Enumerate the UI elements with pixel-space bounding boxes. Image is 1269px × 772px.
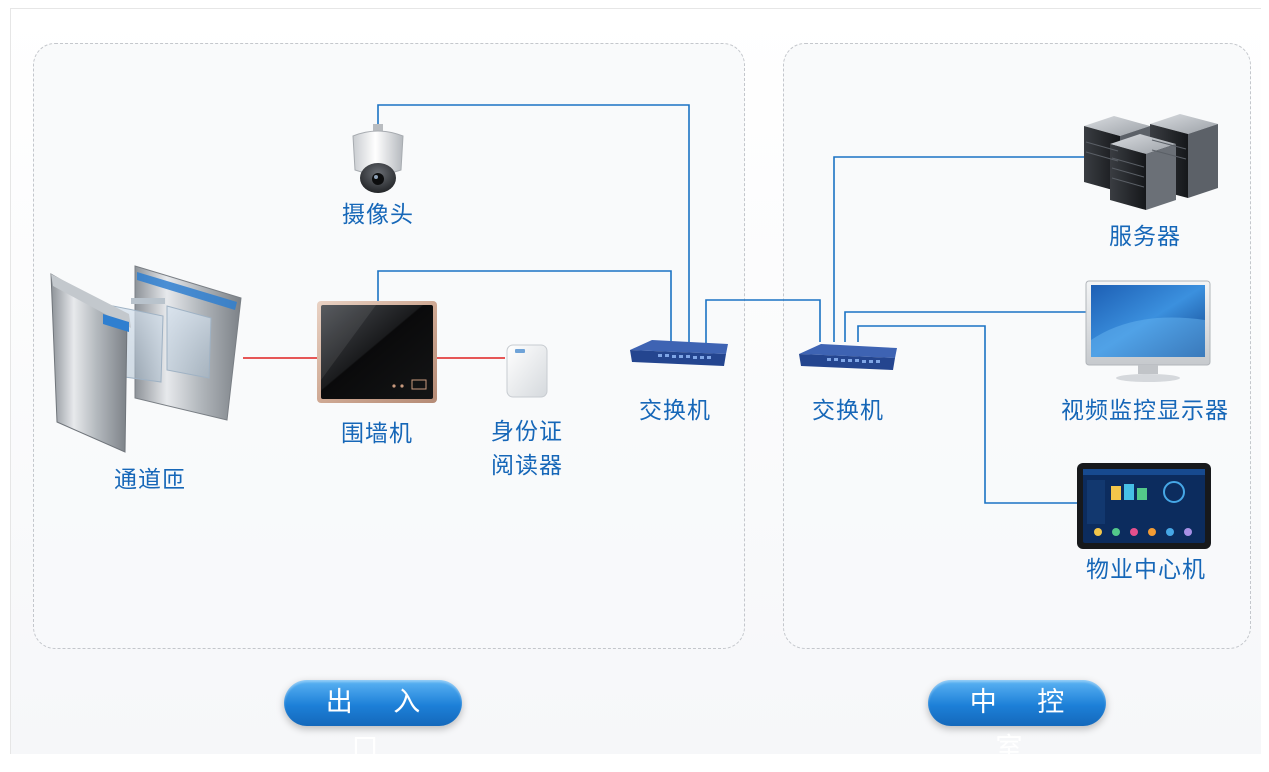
network-switch-right-icon	[799, 344, 897, 370]
id-card-reader-icon	[506, 344, 548, 398]
switch-right-label: 交换机	[812, 398, 884, 424]
dome-camera-icon	[352, 124, 404, 193]
camera-label: 摄像头	[342, 202, 414, 228]
video-monitor-icon	[1085, 280, 1211, 382]
camera-to-switch-line	[377, 104, 690, 344]
monitor-line	[844, 311, 1090, 342]
entrance-zone-title: 出 入 口	[284, 680, 462, 764]
switch-to-switch-line	[705, 299, 821, 344]
network-switch-left-icon	[630, 340, 728, 366]
id-reader-label-line1: 身份证	[491, 419, 563, 445]
wallunit-to-switch-line	[377, 270, 672, 344]
switch-left-label: 交换机	[639, 398, 711, 424]
server-rack-icon	[1084, 114, 1218, 210]
server-label: 服务器	[1109, 224, 1181, 250]
control-room-zone-title: 中 控 室	[928, 680, 1106, 764]
id-reader-label-line2: 阅读器	[491, 453, 563, 479]
monitor-label: 视频监控显示器	[1061, 398, 1229, 424]
turnstile-gate-icon	[50, 265, 242, 453]
wall-unit-label: 围墙机	[341, 421, 413, 447]
management-center-terminal-icon	[1077, 463, 1211, 549]
management-center-label: 物业中心机	[1086, 557, 1206, 583]
center-line	[857, 325, 1085, 504]
wall-unit-terminal-icon	[317, 301, 437, 403]
server-line	[833, 156, 1085, 342]
turnstile-label: 通道匝	[114, 467, 186, 493]
